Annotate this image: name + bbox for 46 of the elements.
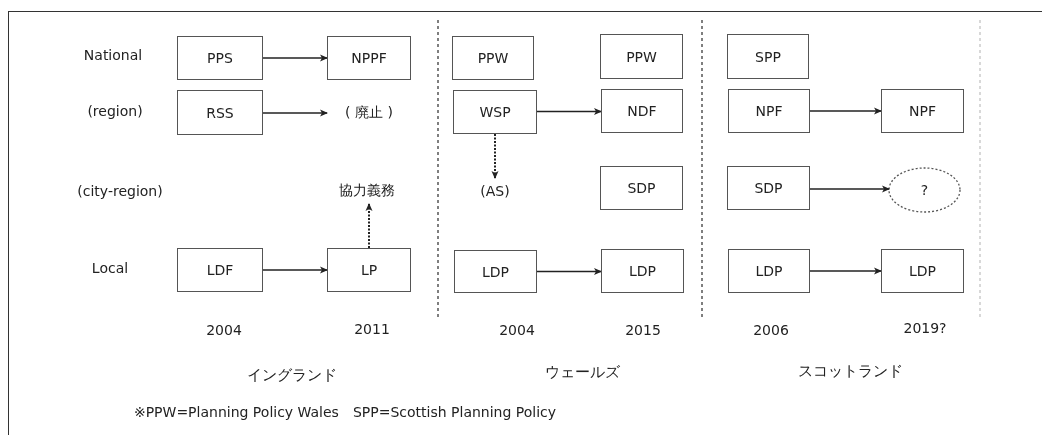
row-label: National [83,47,143,63]
box-label: PPW [477,50,509,66]
box-label: PPW [626,48,657,65]
year-label: 2004 [206,322,242,338]
footnote: ※PPW=Planning Policy Wales SPP=Scottish Planning Policy [133,404,557,422]
dotted-arrow [491,133,499,179]
box-label: SDP [754,180,783,196]
arrow [262,109,328,117]
region-label: イングランド [247,365,337,385]
region-label: ウェールズ [544,362,620,382]
arrow [809,185,890,193]
box-label: PPS [207,50,233,66]
node-label: (AS) [480,183,510,199]
box-label: LDF [206,262,234,278]
box-label: NPF [755,103,783,119]
box-label: LDP [755,263,783,279]
box-label: NDF [627,103,657,119]
box-label: NPPF [351,50,387,66]
node-label: ? [920,182,929,198]
box-label: SPP [755,48,781,65]
arrow [809,107,882,115]
node-label: 協力義務 [339,182,395,200]
box-label: WSP [479,104,511,120]
year-label: 2019? [903,320,947,336]
row-label: Local [91,260,129,276]
box-label: LDP [909,263,936,279]
box-label: LDP [482,263,509,280]
arrow [262,54,328,62]
arrow [262,266,328,274]
year-label: 2015 [625,322,661,338]
box-label: SDP [627,180,656,196]
year-label: 2004 [499,322,535,338]
year-label: 2011 [354,321,390,337]
box-label: RSS [206,104,234,121]
arrow [809,267,882,275]
box-label: LP [360,262,378,278]
year-label: 2006 [753,322,789,338]
row-label: (city-region) [77,183,163,199]
dotted-arrow [365,203,373,249]
arrow [536,108,602,115]
row-label: (region) [87,103,143,119]
box-label: LDP [629,263,656,279]
region-label: スコットランド [797,361,903,381]
arrow [536,268,602,275]
box-label: NPF [909,103,936,119]
node-label: ( 廃止 ) [345,104,393,122]
